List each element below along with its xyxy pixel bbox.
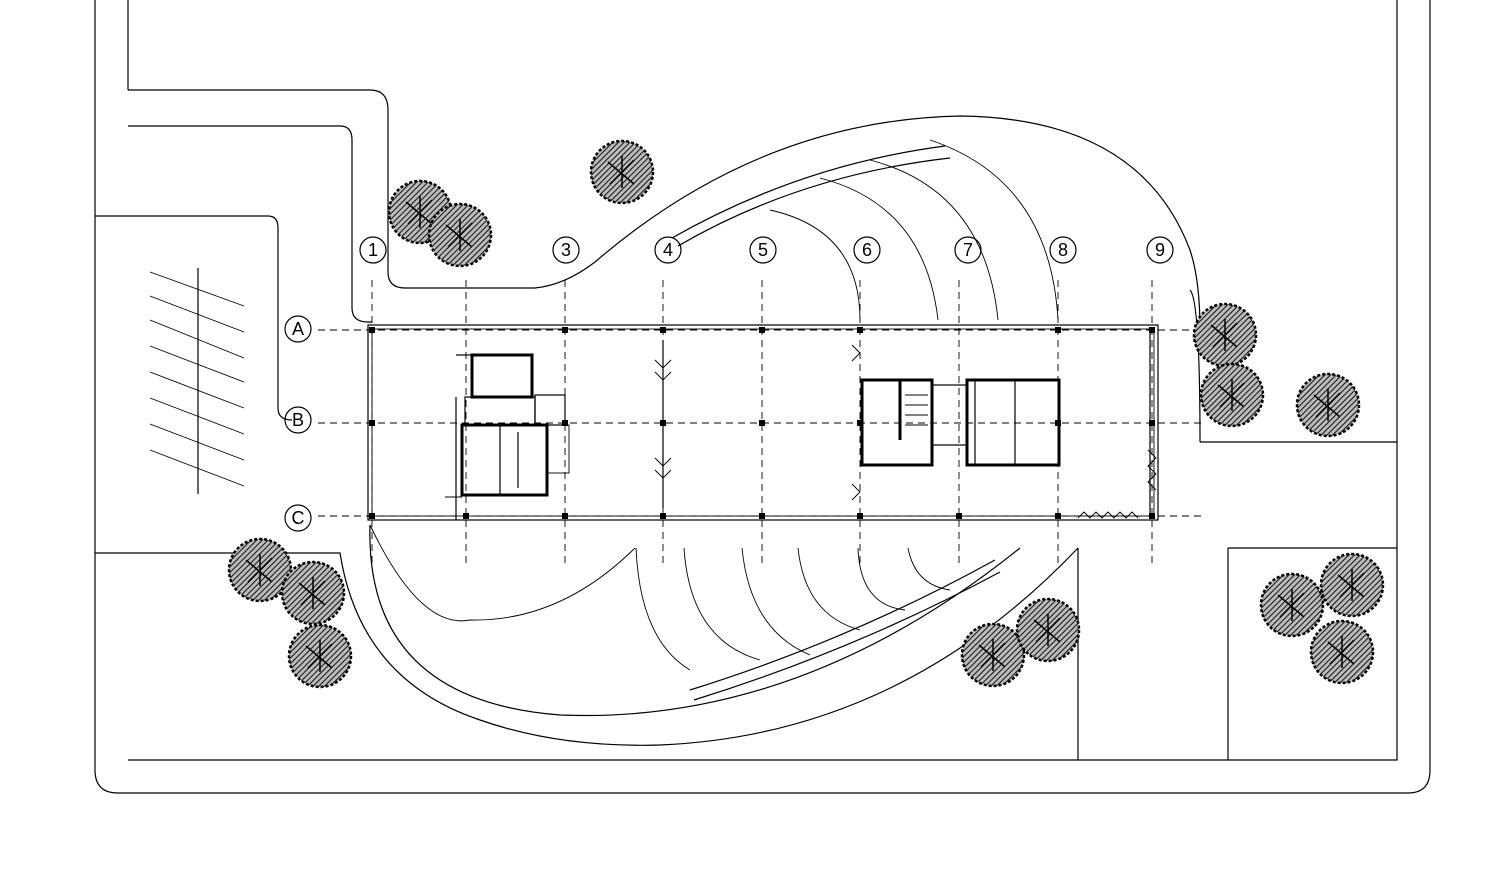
- grid-bubble-b: B: [284, 406, 312, 434]
- svg-text:B: B: [292, 410, 304, 430]
- tree-icon: [1192, 302, 1258, 368]
- svg-text:9: 9: [1155, 240, 1165, 260]
- grid-bubble-3: 3: [552, 236, 580, 264]
- svg-text:4: 4: [663, 240, 673, 260]
- svg-text:A: A: [292, 319, 304, 339]
- grid-bubble-7: 7: [954, 236, 982, 264]
- svg-text:7: 7: [963, 240, 973, 260]
- svg-text:1: 1: [368, 240, 378, 260]
- tree-icon: [1319, 552, 1385, 618]
- svg-text:6: 6: [862, 240, 872, 260]
- core-left: [445, 353, 570, 520]
- tree-icon: [287, 623, 353, 689]
- tree-icon: [1015, 597, 1081, 663]
- grid-bubble-c: C: [284, 504, 312, 532]
- tree-icon: [1199, 362, 1265, 428]
- svg-text:C: C: [292, 508, 305, 528]
- core-right: [860, 378, 1061, 467]
- tree-icon: [589, 139, 655, 205]
- svg-text:3: 3: [561, 240, 571, 260]
- grid-bubble-5: 5: [749, 236, 777, 264]
- grid-bubble-1: 1: [359, 236, 387, 264]
- svg-text:5: 5: [758, 240, 768, 260]
- parking-stripes: [149, 268, 245, 494]
- grid-bubble-6: 6: [853, 236, 881, 264]
- tree-icon: [227, 537, 293, 603]
- svg-text:8: 8: [1058, 240, 1068, 260]
- tree-icon: [1295, 372, 1361, 438]
- grid-bubble-a: A: [284, 315, 312, 343]
- grid-column-bubbles: 1 3 4 5 6 7 8 9: [359, 236, 1174, 264]
- grid-bubble-4: 4: [654, 236, 682, 264]
- grid-bubble-9: 9: [1146, 236, 1174, 264]
- access-road: [95, 89, 1397, 760]
- tree-icon: [960, 622, 1026, 688]
- tree-icon: [1259, 572, 1325, 638]
- interior-partitions: [654, 330, 1157, 519]
- site-boundary: [94, 0, 1431, 794]
- tree-icon: [427, 202, 493, 268]
- tree-icon: [1309, 619, 1375, 685]
- grid-bubble-8: 8: [1049, 236, 1077, 264]
- grid-row-bubbles: A B C: [284, 315, 312, 532]
- curved-landscape: [369, 115, 1201, 717]
- tree-icon: [280, 560, 346, 626]
